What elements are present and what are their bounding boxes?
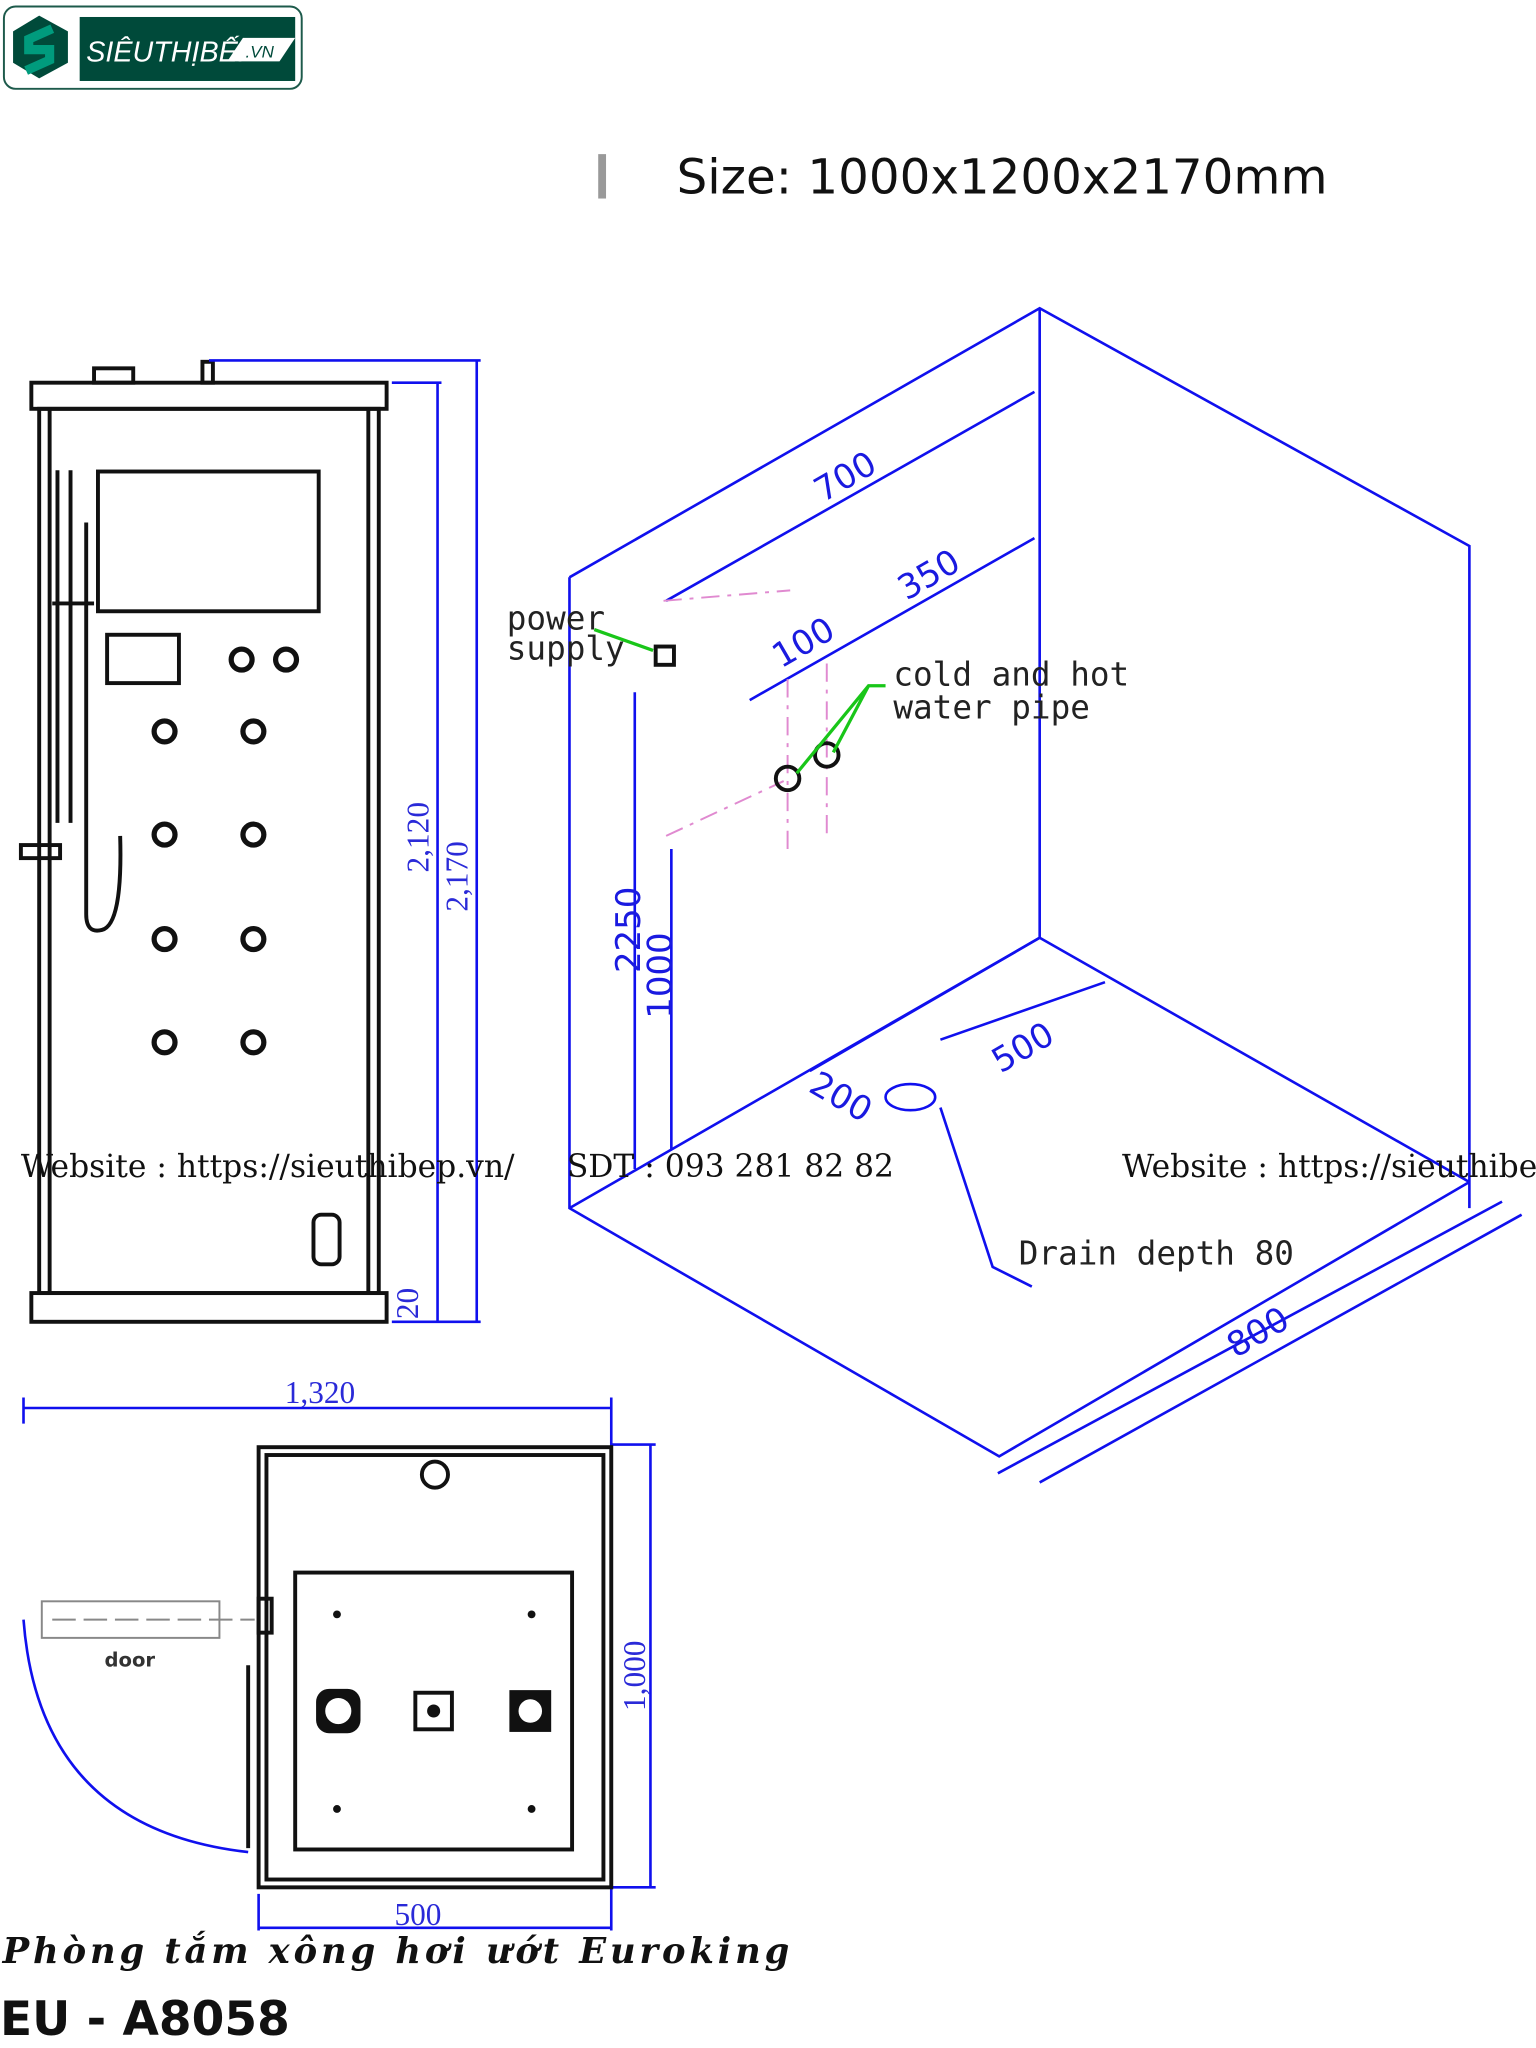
size-label: Size: 1000x1200x2170mm <box>677 149 1328 205</box>
shower-head-icon <box>419 1459 450 1490</box>
watermark-website: Website : https://sieuthibep.vn/ <box>21 1149 515 1185</box>
dim-1000: 1000 <box>640 932 680 1018</box>
dim-100: 100 <box>766 609 842 676</box>
door-label: door <box>104 1649 155 1672</box>
drain-icon <box>884 1082 937 1112</box>
dim-200: 200 <box>803 1064 879 1131</box>
product-title: Phòng tắm xông hơi ướt Euroking <box>2 1931 794 1972</box>
water-pipe-label: cold and hot <box>893 656 1129 694</box>
logo[interactable]: SIÊUTHỊBẾP .VN <box>2 5 303 90</box>
watermark-phone: SDT : 093 281 82 82 <box>567 1149 894 1185</box>
front-view: 2,120 2,170 20 <box>18 359 481 1324</box>
dim-20: 20 <box>390 1288 425 1319</box>
power-supply-label: power <box>507 600 605 638</box>
watermark-website: Website : https://sieuthibe <box>1122 1149 1536 1185</box>
top-view: door 1,320 1,000 500 <box>22 1375 656 1932</box>
dim-1000-top: 1,000 <box>617 1641 652 1712</box>
power-socket-icon <box>653 644 676 667</box>
product-model: EU - A8058 <box>0 1992 290 2047</box>
dim-500-top: 500 <box>394 1897 441 1932</box>
pipe-icon <box>773 764 802 793</box>
dim-1320: 1,320 <box>285 1375 356 1410</box>
logo-tld: .VN <box>246 42 275 61</box>
dim-2120: 2,120 <box>400 802 435 873</box>
dim-2170: 2,170 <box>440 841 475 912</box>
dim-2250: 2250 <box>609 887 649 973</box>
dim-800: 800 <box>1220 1299 1296 1366</box>
power-supply-label: supply <box>507 630 625 668</box>
size-bar <box>598 154 607 199</box>
dim-500: 500 <box>985 1014 1061 1081</box>
dim-700: 700 <box>807 444 883 511</box>
iso-view: 700 350 100 2250 1000 200 500 800 power … <box>507 306 1523 1484</box>
logo-text: SIÊUTHỊBẾP <box>86 34 257 68</box>
pipe-icon <box>813 741 841 769</box>
water-pipe-label: water pipe <box>893 688 1090 726</box>
drain-depth-label: Drain depth 80 <box>1019 1234 1294 1272</box>
